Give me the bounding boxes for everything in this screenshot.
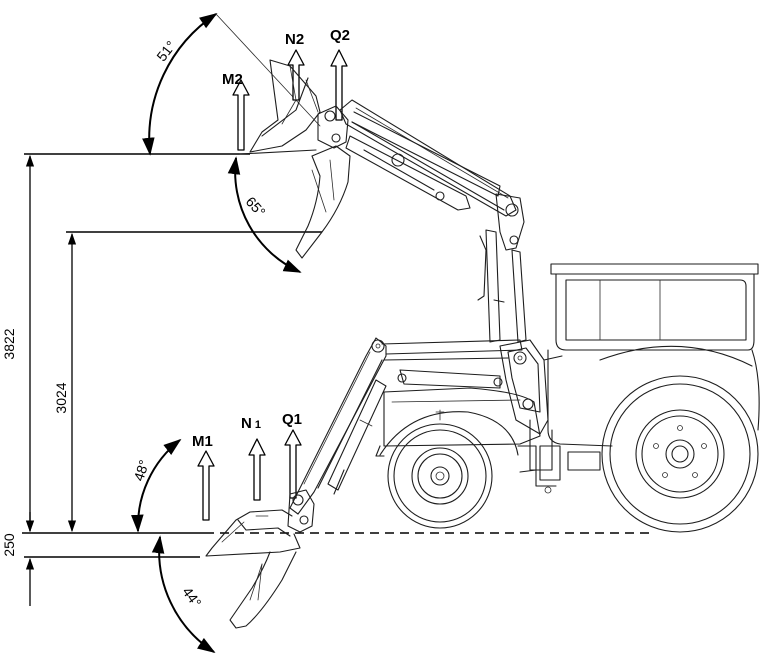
ground-offset-label: 250 [1,533,17,557]
top-dump-arc [227,156,302,273]
m1-label: M1 [192,433,213,450]
n2-arrow [287,49,305,101]
q1-label: Q1 [282,411,302,428]
angle-arcs [131,13,321,653]
n2-label: N2 [285,31,304,48]
top-rollback-leader [215,13,321,127]
top-dump-angle: 65° [243,193,269,219]
load-arrows [197,49,348,521]
tractor-cab [547,263,760,447]
q2-label: Q2 [330,27,350,44]
top-rollback-arc [142,13,218,156]
top-rollback-angle: 51° [153,38,179,65]
bottom-rollback-arc [131,438,182,533]
loader-lowered [205,337,523,629]
tractor-body [375,387,601,494]
m2-arrow [232,79,250,151]
tractor [375,263,760,533]
loader-frame [499,339,563,471]
loader-raised [239,59,527,343]
q1-arrow [284,429,302,499]
total-height-label: 3822 [1,328,17,359]
n1-arrow [248,438,266,501]
bottom-dump-angle: 44° [179,584,204,611]
bottom-rollback-angle: 48° [130,458,152,483]
front-wheel [379,411,519,529]
dimension-lines [22,153,650,606]
rear-wheel [601,375,759,533]
q2-arrow [330,49,348,121]
m1-arrow [197,450,215,521]
m2-label: M2 [222,71,243,88]
pin-height-label: 3024 [53,382,69,413]
bottom-dump-arc [151,535,216,653]
